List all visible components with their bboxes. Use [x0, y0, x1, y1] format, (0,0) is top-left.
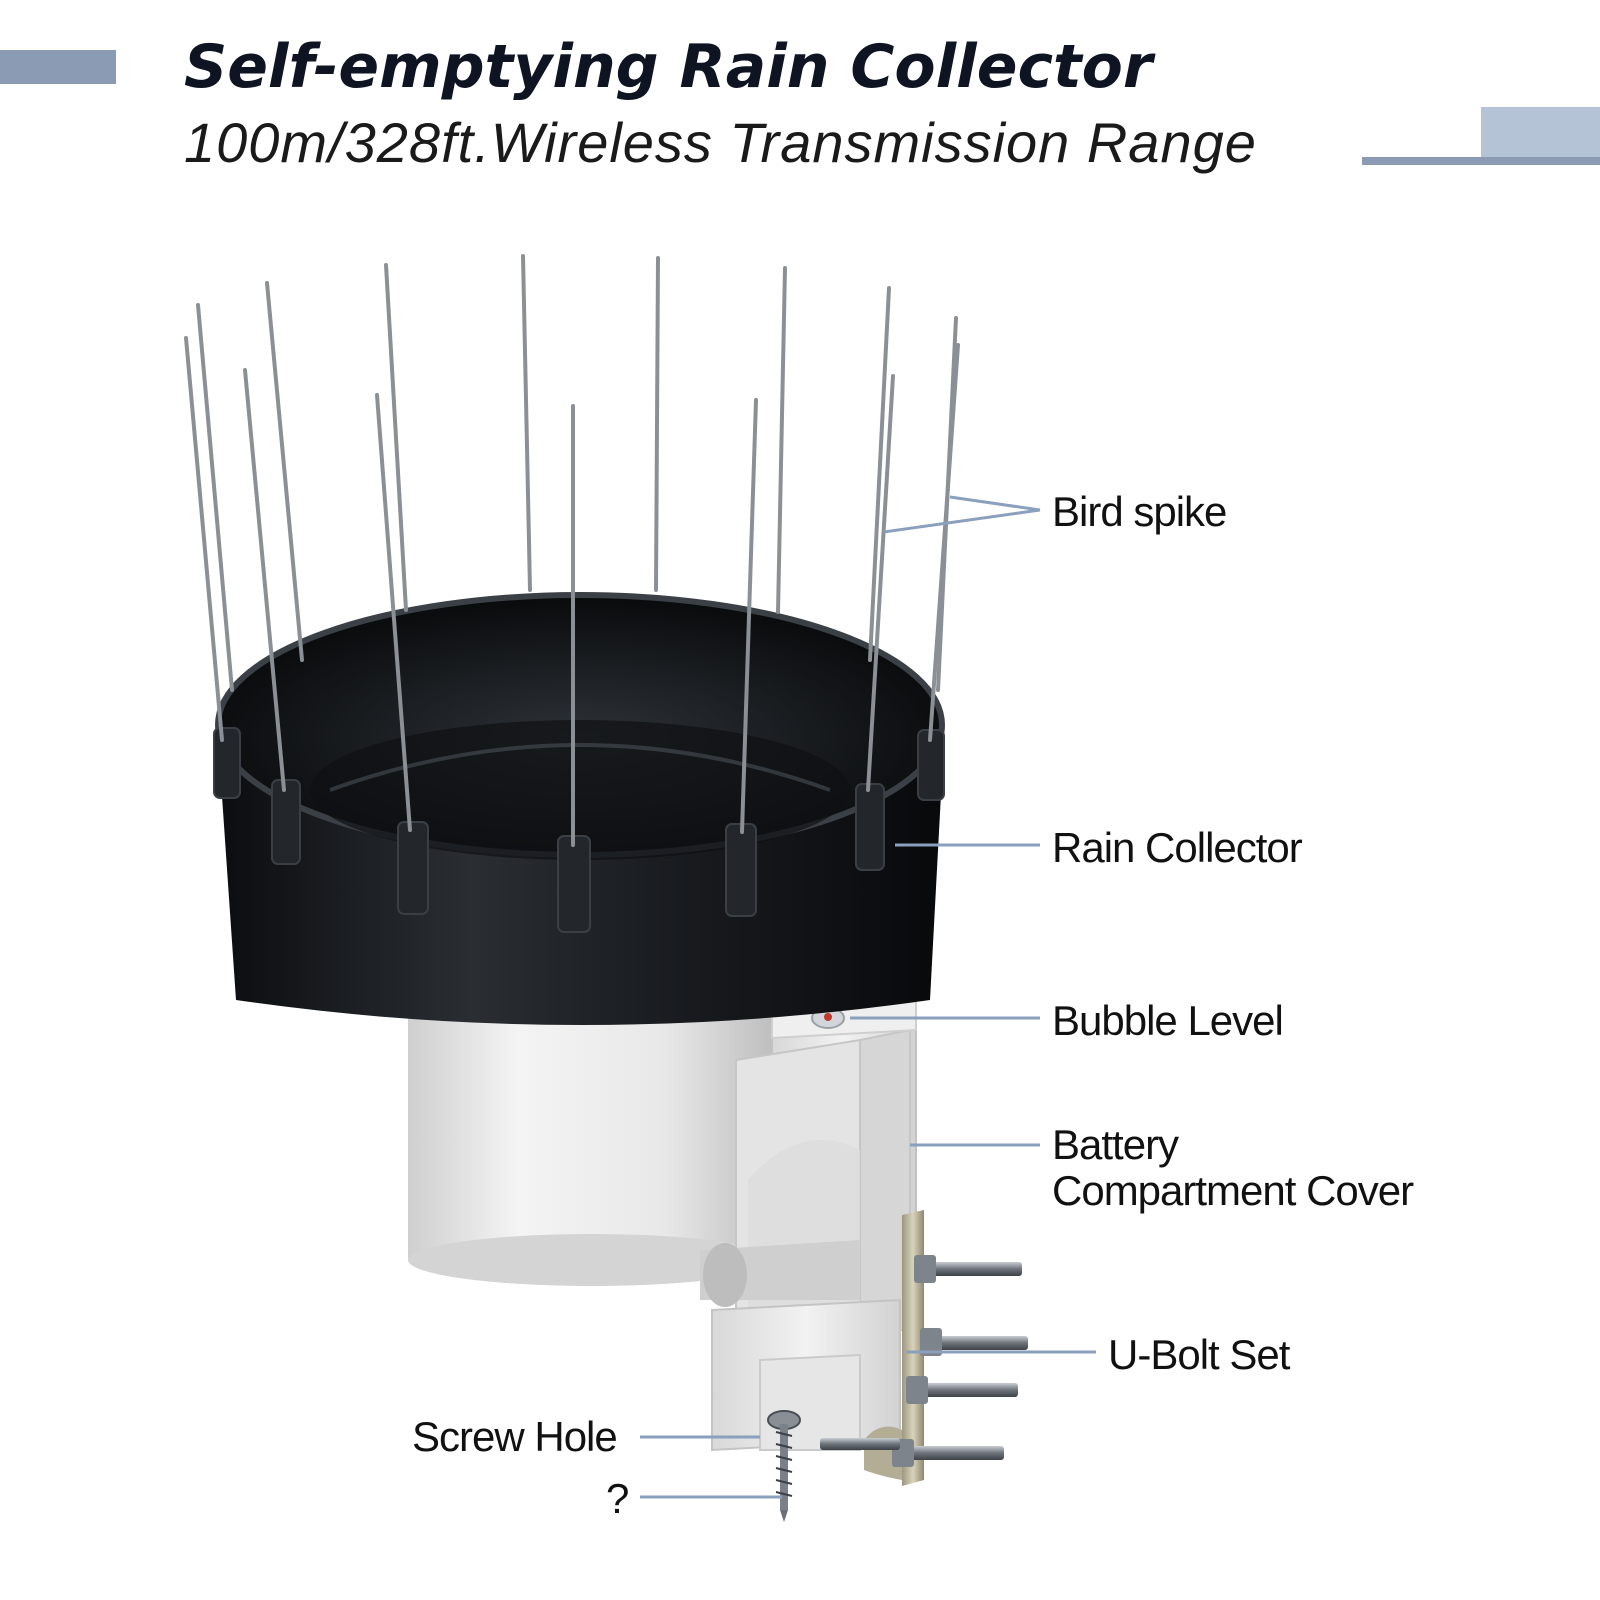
- header-accent-bar-right-block: [1481, 107, 1600, 165]
- bird-spikes: [184, 254, 960, 847]
- callout-screw-hole: Screw Hole: [412, 1413, 618, 1460]
- mounting-housing: [700, 993, 917, 1452]
- header-accent-bar-left: [0, 50, 116, 84]
- page-subtitle: 100m/328ft.Wireless Transmission Range: [184, 111, 1257, 174]
- u-bolt-set: [820, 1210, 1028, 1486]
- rain-collector-bucket: [213, 592, 945, 1025]
- callout-unknown: ?: [606, 1475, 629, 1522]
- funnel-tube: [408, 980, 776, 1286]
- mounting-screw: [767, 1410, 801, 1522]
- callout-battery-line1: Battery: [1052, 1121, 1179, 1168]
- callout-bubble-level: Bubble Level: [1052, 997, 1284, 1044]
- header-accent-bar-right-line: [1362, 157, 1600, 165]
- callout-battery-line2: Compartment Cover: [1052, 1167, 1414, 1214]
- callout-leader-lines: [640, 495, 1096, 1499]
- callout-bird-spike: Bird spike: [1052, 488, 1227, 535]
- page-title: Self-emptying Rain Collector: [184, 32, 1153, 102]
- callout-rain-collector: Rain Collector: [1052, 824, 1303, 871]
- callout-u-bolt-set: U-Bolt Set: [1108, 1331, 1290, 1378]
